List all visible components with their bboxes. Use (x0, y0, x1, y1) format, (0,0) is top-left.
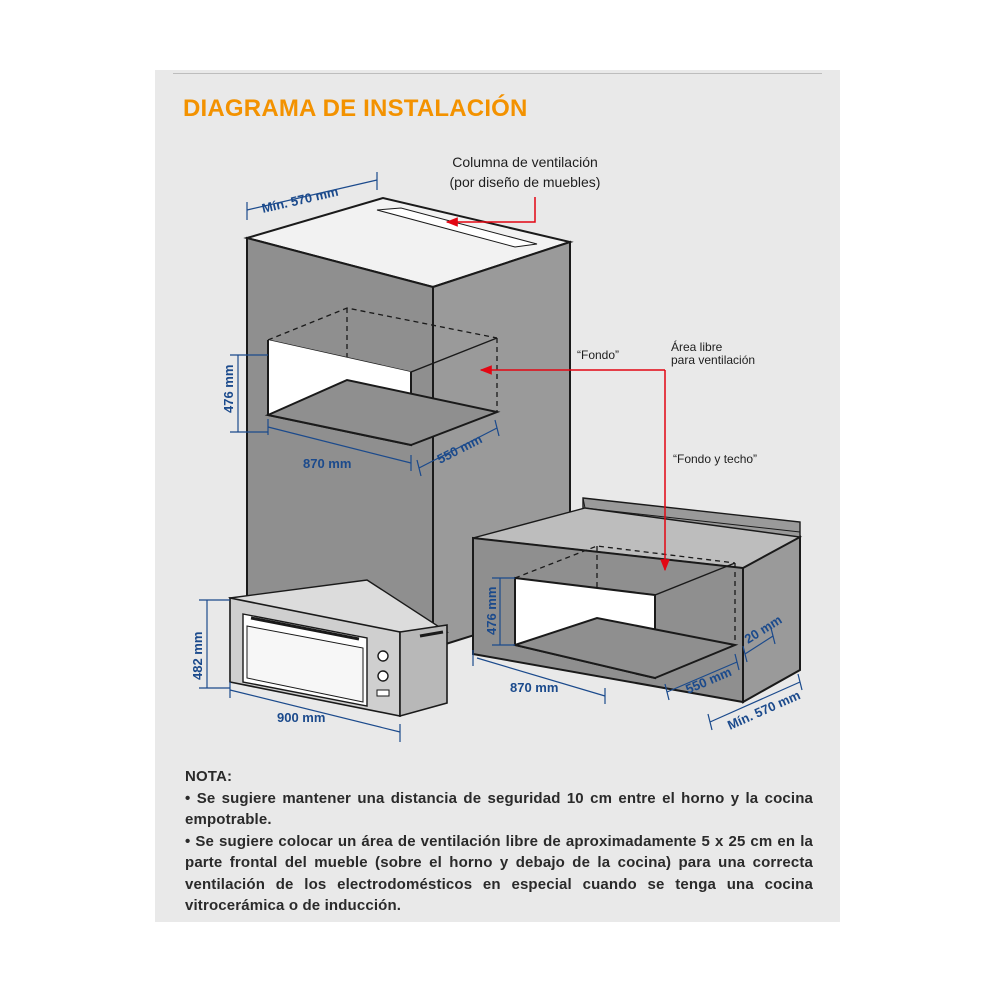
oven-height-label: 482 mm (190, 632, 205, 680)
ventilation-column-label-2: (por diseño de muebles) (450, 174, 601, 190)
column-cavity (264, 307, 501, 447)
cabinet-cavity-height-label: 476 mm (484, 587, 499, 635)
counter-cavity (511, 545, 739, 680)
oven-width-label: 900 mm (277, 710, 325, 725)
cabinet-cavity-width-label: 870 mm (510, 680, 558, 695)
note-item-2: • Se sugiere colocar un área de ventilac… (185, 832, 813, 915)
top-rule (173, 73, 822, 74)
notes-heading: NOTA: (185, 768, 233, 785)
installation-notes: NOTA: • Se sugiere mantener una distanci… (185, 766, 813, 917)
diagram-sheet: DIAGRAMA DE INSTALACIÓN (155, 70, 840, 922)
fondo-label: “Fondo” (577, 348, 619, 362)
column-cavity-height-label: 476 mm (221, 365, 236, 413)
free-area-label-2: para ventilación (671, 353, 755, 367)
note-item-1: • Se sugiere mantener una distancia de s… (185, 789, 813, 829)
free-area-label-1: Área libre (671, 339, 723, 354)
column-cabinet (243, 196, 574, 650)
installation-diagram: Columna de ventilación (por diseño de mu… (190, 154, 803, 742)
column-min-width-label: Mín. 570 mm (260, 184, 339, 216)
ventilation-arrows (445, 197, 670, 572)
page-title: DIAGRAMA DE INSTALACIÓN (183, 95, 528, 122)
column-cavity-width-label: 870 mm (303, 456, 351, 471)
ventilation-column-label-1: Columna de ventilación (452, 154, 598, 170)
fondo-y-techo-label: “Fondo y techo” (673, 452, 757, 466)
ventilation-column-slot (376, 207, 538, 248)
dimension-lines (199, 172, 803, 742)
oven (228, 579, 449, 718)
